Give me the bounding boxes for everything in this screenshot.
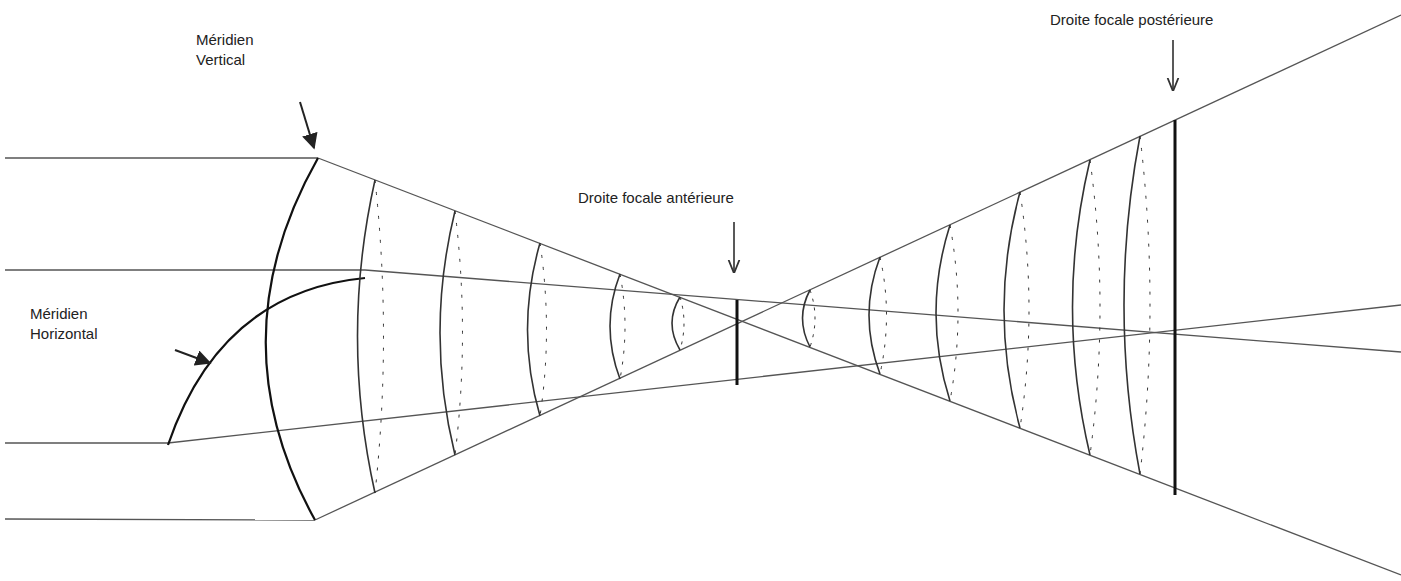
- pointer-arrows: [175, 40, 1173, 363]
- meridian-label: Méridien Vertical: [196, 30, 276, 70]
- meridian-label: Méridien Horizontal: [30, 304, 120, 344]
- cross-sections: [358, 136, 1151, 493]
- focal-line-label: Droite focale antérieure: [578, 188, 838, 208]
- refracted-rays: [168, 15, 1401, 575]
- incident-rays: [5, 158, 365, 520]
- focal-lines: [737, 120, 1175, 495]
- focal-line-label: Droite focale postérieure: [1050, 10, 1320, 30]
- meridian-arcs: [168, 158, 365, 520]
